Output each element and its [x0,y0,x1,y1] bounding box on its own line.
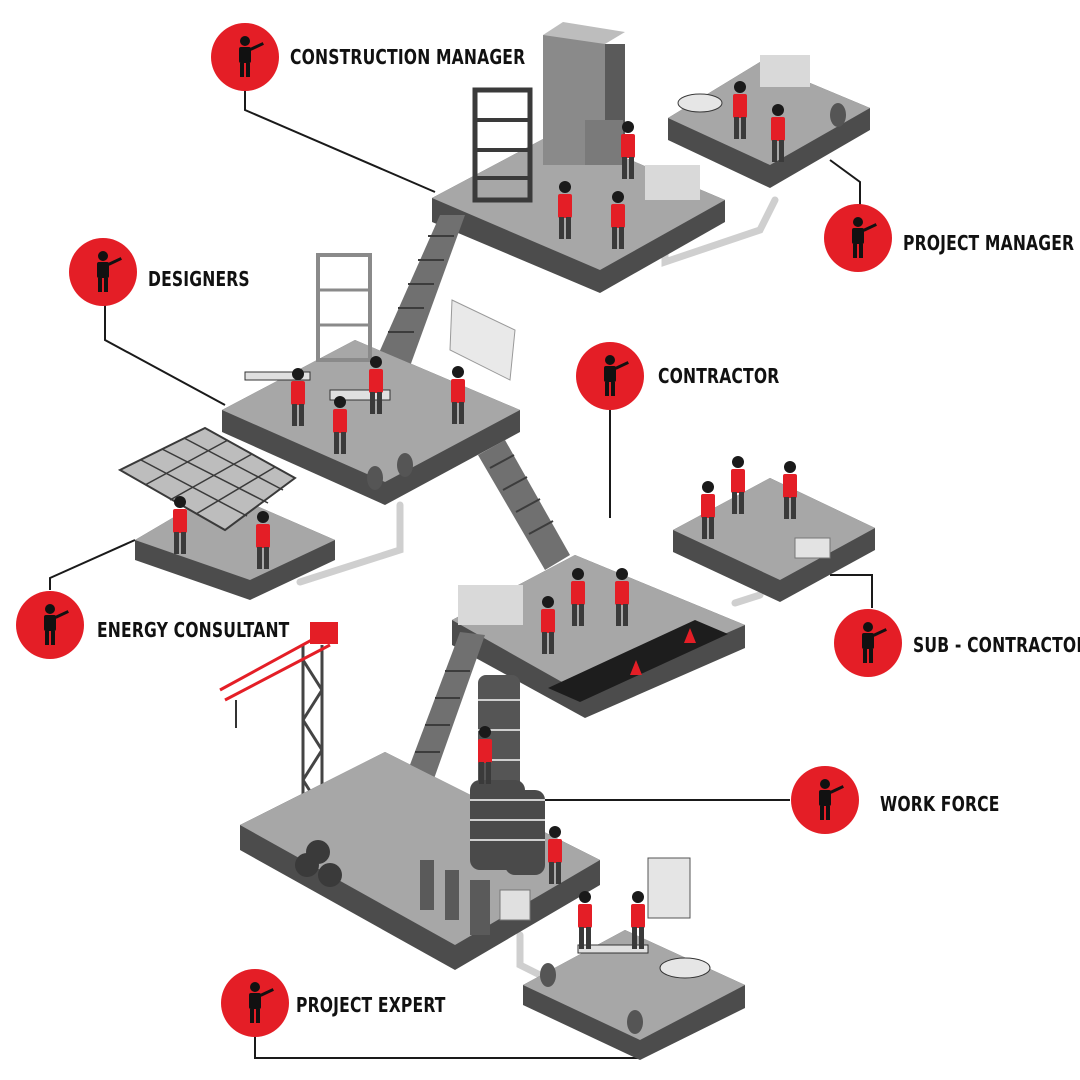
label-designers: DESIGNERS [148,267,250,291]
stairs-lower [405,632,485,790]
platform-construction-manager [432,22,725,293]
connector-sub-contractor [830,574,873,608]
label-sub-contractor: SUB - CONTRACTOR [913,633,1080,657]
column-rebar-tower [470,675,545,875]
label-project-manager: PROJECT MANAGER [903,231,1075,255]
label-energy-consultant: ENERGY CONSULTANT [97,618,290,642]
tower-crane [219,622,338,835]
badge-project-manager [824,204,892,272]
platform-project-expert [523,857,745,1060]
stairs-upper [378,215,465,380]
badge-sub-contractor [834,609,902,677]
connector-lines [49,90,873,1059]
badge-work-force [791,766,859,834]
label-work-force: WORK FORCE [880,792,1000,816]
platform-project-manager [668,55,870,188]
badge-designers [69,238,137,306]
platform-contractor [452,555,745,718]
connector-energy-consultant [49,539,136,590]
label-project-expert: PROJECT EXPERT [296,993,446,1017]
connector-project-manager [829,159,861,205]
connector-construction-manager [244,90,436,193]
platform-sub-contractor [673,456,875,602]
badge-contractor [576,342,644,410]
badge-energy-consultant [16,591,84,659]
platform-energy-consultant [117,426,335,600]
badge-construction-manager [211,23,279,91]
connector-designers [104,305,226,406]
connector-project-expert [254,1030,640,1059]
stairs-middle [478,440,570,570]
platform-designers [222,253,520,505]
label-contractor: CONTRACTOR [658,364,780,388]
platform-work-force [240,675,600,970]
badge-project-expert [221,969,289,1037]
label-construction-manager: CONSTRUCTION MANAGER [290,45,526,69]
